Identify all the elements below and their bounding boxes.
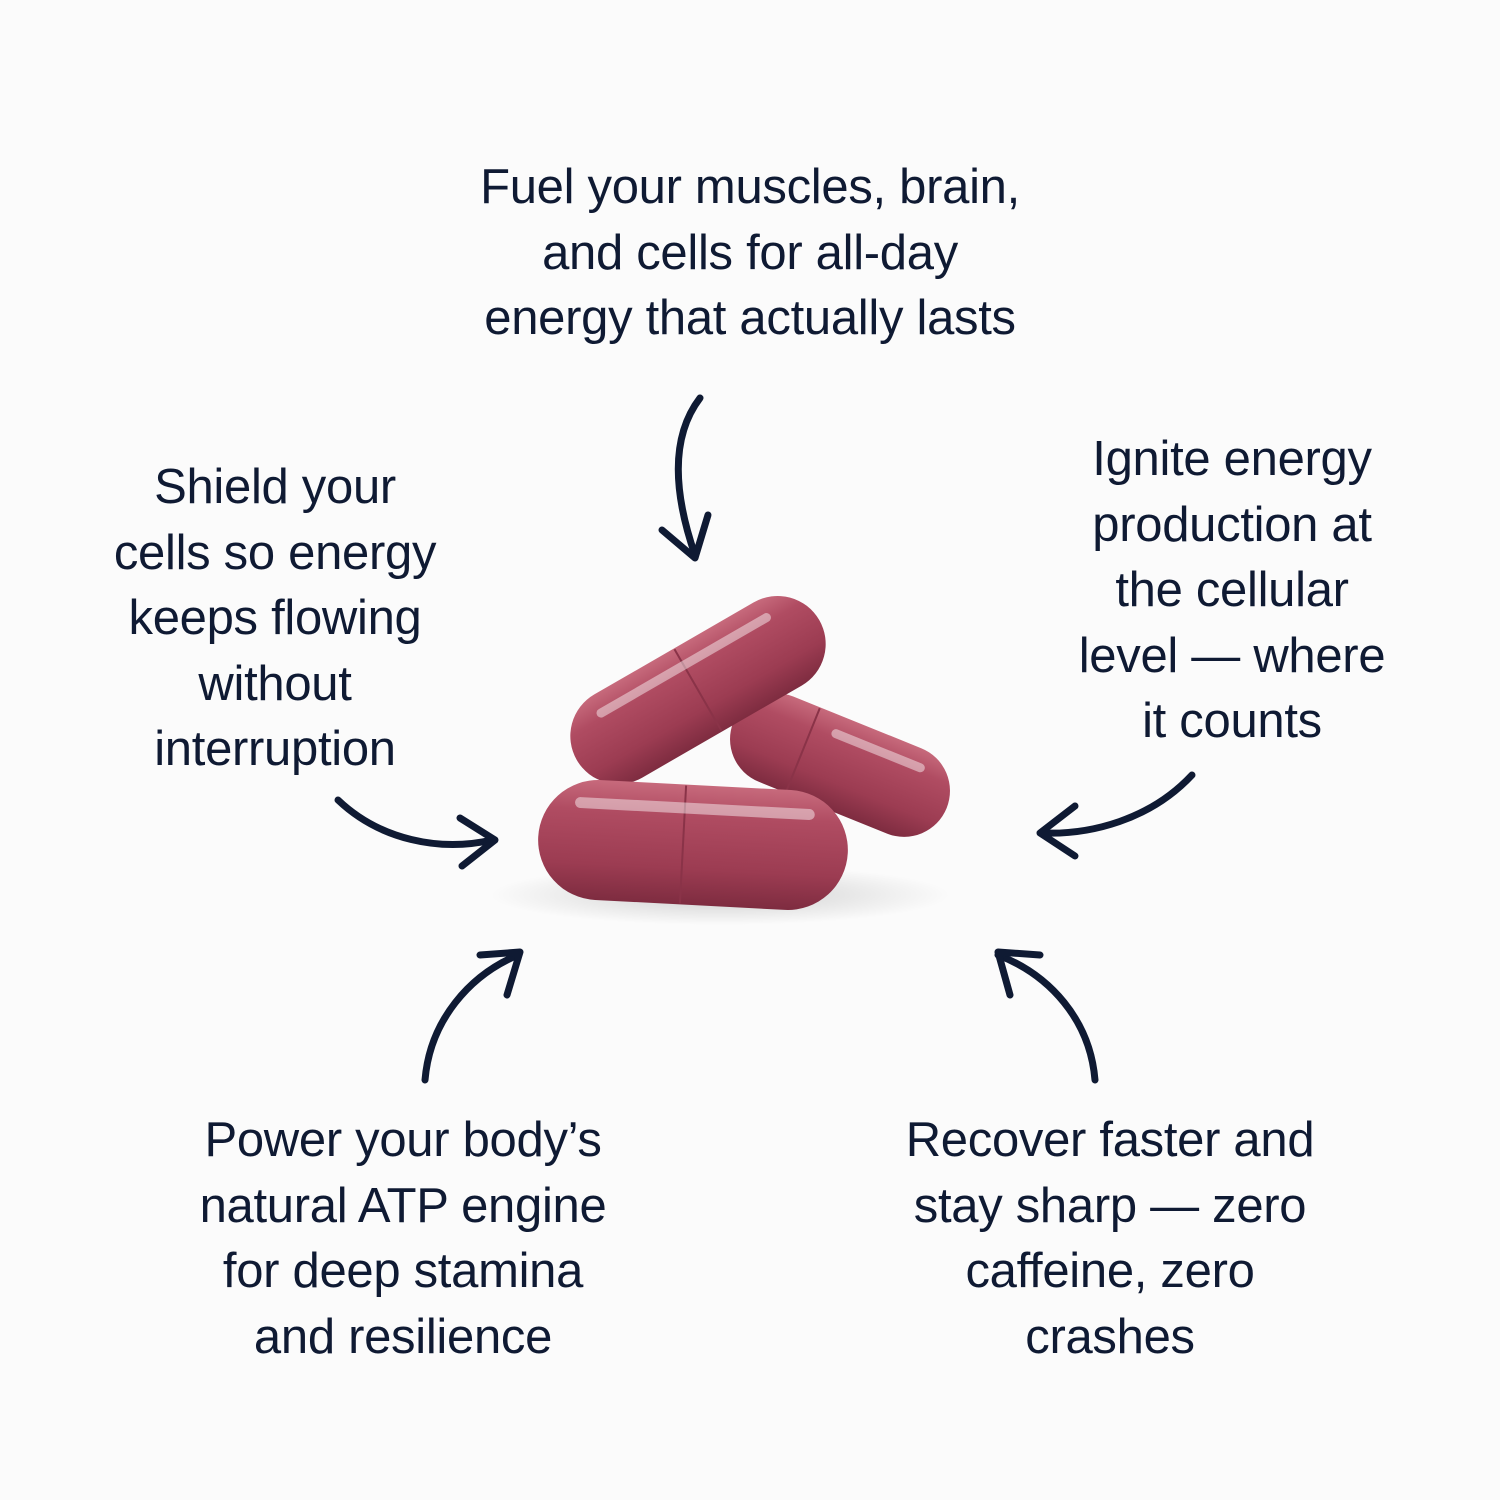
text-line: stay sharp — zero — [913, 1178, 1307, 1233]
benefit-text-bottom-left: Power your body’s natural ATP engine for… — [153, 1108, 653, 1370]
text-line: and cells for all-day — [542, 225, 958, 280]
arrow-icon-left — [334, 796, 499, 870]
text-line: Power your body’s — [204, 1113, 602, 1167]
benefit-text-left: Shield your cells so energy keeps flowin… — [75, 455, 475, 783]
text-line: Ignite energy — [1092, 432, 1372, 486]
text-line: energy that actually lasts — [484, 291, 1016, 345]
text-line: keeps flowing — [128, 591, 422, 645]
arrow-icon-top — [658, 394, 712, 562]
text-line: it counts — [1142, 694, 1322, 748]
benefit-text-bottom-right: Recover faster and stay sharp — zero caf… — [860, 1108, 1360, 1370]
capsule-top — [570, 596, 826, 784]
text-line: the cellular — [1115, 563, 1349, 617]
text-line: for deep stamina — [222, 1244, 584, 1298]
arrow-icon-bottom-left — [421, 948, 524, 1084]
arrow-icon-bottom-right — [994, 948, 1099, 1084]
text-line: production at — [1092, 497, 1372, 552]
text-line: natural ATP engine — [199, 1178, 607, 1233]
text-line: caffeine, zero — [965, 1244, 1255, 1298]
text-line: Recover faster and — [905, 1113, 1315, 1167]
text-line: crashes — [1025, 1309, 1195, 1364]
arrow-icon-right — [1036, 771, 1196, 860]
text-line: without — [198, 656, 352, 711]
text-line: level — where — [1078, 628, 1386, 683]
benefit-text-top: Fuel your muscles, brain, and cells for … — [400, 155, 1100, 352]
capsule-right — [730, 693, 950, 837]
text-line: and resilience — [253, 1309, 553, 1364]
text-line: cells so energy — [113, 525, 437, 580]
text-line: Shield your — [154, 460, 396, 514]
benefit-text-right: Ignite energy production at the cellular… — [1032, 427, 1432, 755]
text-line: Fuel your muscles, brain, — [480, 160, 1020, 214]
text-line: interruption — [154, 722, 396, 776]
capsule-bottom — [538, 780, 848, 910]
